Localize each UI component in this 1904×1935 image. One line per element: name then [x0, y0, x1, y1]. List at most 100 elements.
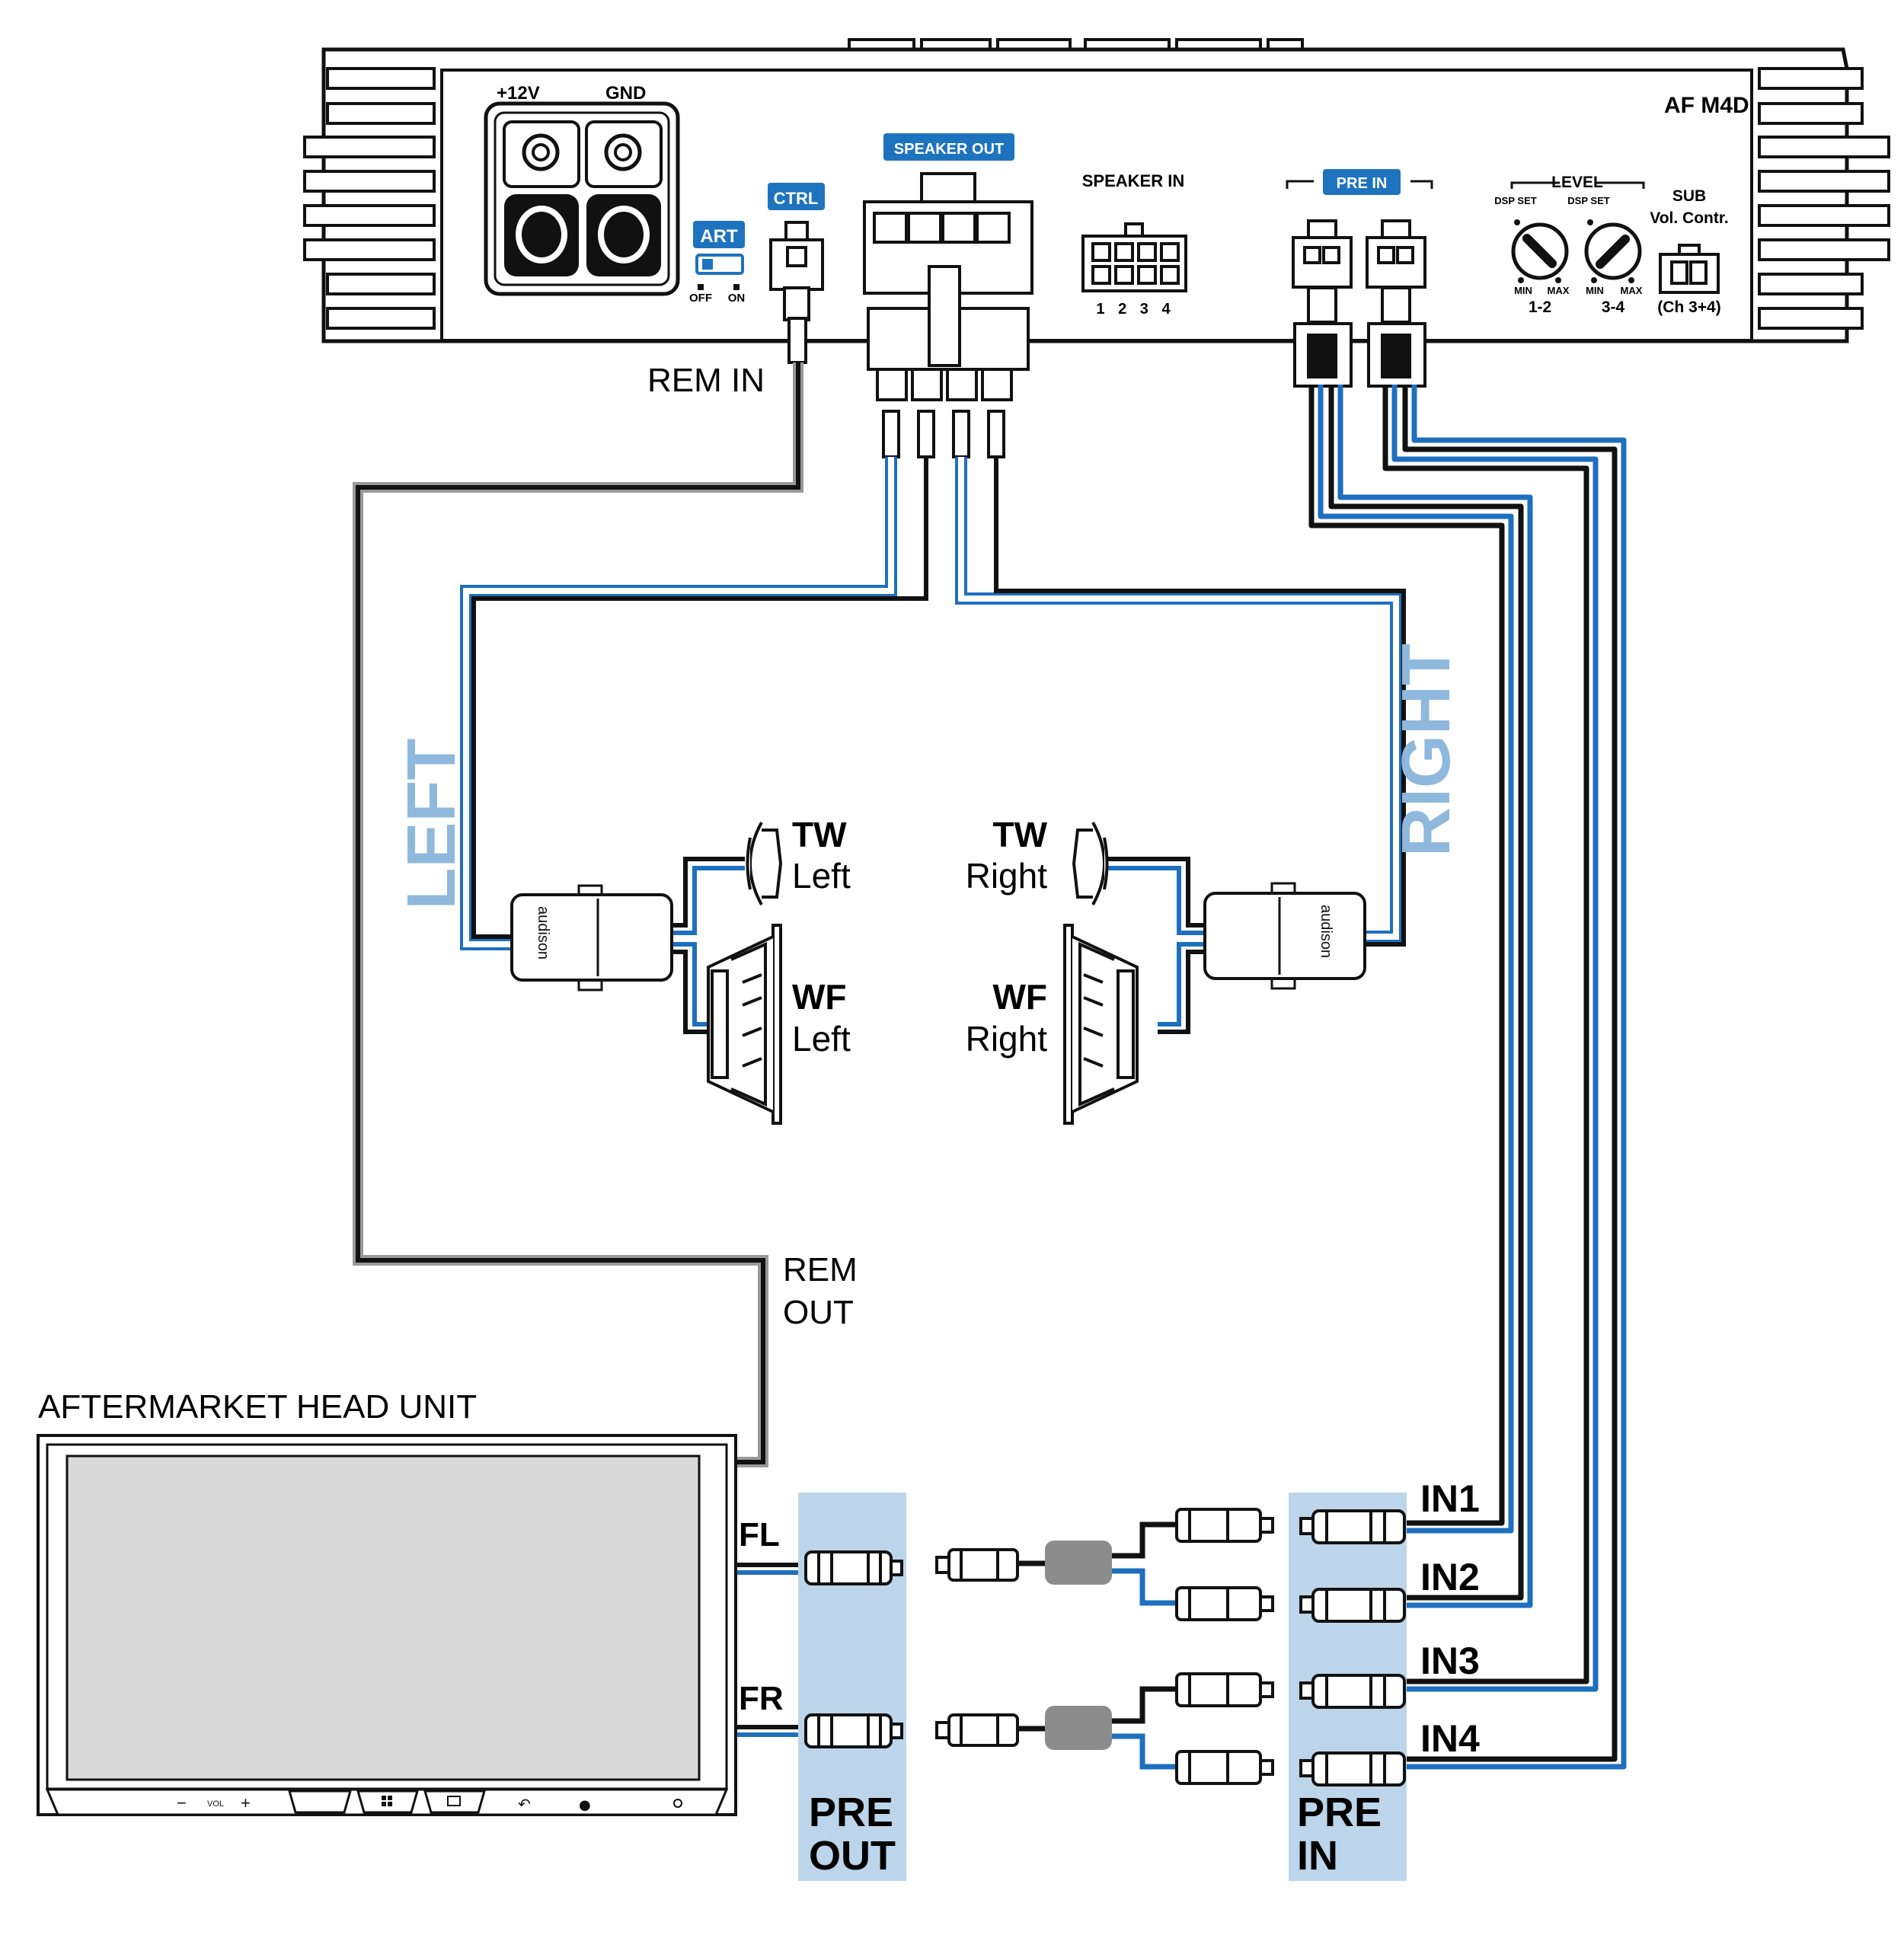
- gnd-label: GND: [605, 83, 646, 104]
- level1-min-dot: [1518, 277, 1524, 283]
- vol-minus-icon[interactable]: −: [177, 1793, 187, 1812]
- pre-in-connector-b: [1366, 219, 1426, 388]
- level1-max-label: MAX: [1548, 285, 1570, 296]
- y-splitter-fr: [1045, 1706, 1112, 1750]
- rca-fl-plug: [935, 1548, 1019, 1582]
- screen-button[interactable]: [423, 1790, 486, 1814]
- pre-out-label-1: PRE: [809, 1790, 893, 1835]
- head-unit: − VOL + ↶ ●: [37, 1434, 737, 1816]
- head-unit-screen[interactable]: [65, 1454, 701, 1781]
- plus12v-terminal: [503, 120, 580, 276]
- art-switch-knob: [702, 259, 713, 270]
- home-button[interactable]: [288, 1790, 352, 1814]
- left-crossover-to-drivers: [670, 857, 745, 1034]
- heatsink-left: [303, 67, 436, 330]
- speaker-out-label: SPEAKER OUT: [894, 141, 1004, 158]
- level2-dsp-set-label: DSP SET: [1567, 195, 1609, 206]
- wf-right-label-2: Right: [966, 1019, 1048, 1059]
- pre-out-label-2: OUT: [809, 1833, 896, 1879]
- sub-vol-connector: [1659, 244, 1720, 294]
- tw-left-label-1: TW: [792, 815, 847, 854]
- right-crossover-to-drivers: [1097, 857, 1203, 1034]
- tweeter-left: [746, 822, 783, 905]
- tw-left-label-2: Left: [792, 856, 851, 896]
- art-on-label: ON: [728, 292, 746, 305]
- y-splitter-wires: [1017, 1521, 1177, 1770]
- power-icon[interactable]: [673, 1799, 682, 1808]
- heatsink-right: [1758, 67, 1890, 330]
- art-on-dot: [733, 284, 740, 290]
- y-splitter-fl: [1045, 1541, 1112, 1585]
- wf-right-label-1: WF: [992, 977, 1047, 1017]
- wf-left-label-1: WF: [792, 977, 847, 1017]
- speaker-out-connector: [863, 172, 1033, 458]
- left-channel-label: LEFT: [394, 739, 470, 910]
- level2-dsp-dot: [1587, 219, 1593, 225]
- fl-label: FL: [739, 1516, 780, 1553]
- art-label: ART: [700, 226, 738, 247]
- amplifier-model: AF M4D: [1664, 93, 1749, 118]
- speaker-in-label: SPEAKER IN: [1082, 171, 1184, 190]
- speaker-in-pins: 1 2 3 4: [1096, 301, 1174, 318]
- art-off-label: OFF: [689, 292, 712, 305]
- pre-in-wires: [1308, 385, 1627, 1770]
- left-speaker-wire: [460, 457, 928, 950]
- head-unit-fr-wires: [736, 1725, 803, 1737]
- art-badge: [693, 221, 745, 248]
- pre-in-label: PRE IN: [1337, 175, 1388, 192]
- left-crossover-brand: audison: [535, 906, 551, 960]
- head-unit-fl-wires: [736, 1563, 803, 1575]
- left-crossover: audison: [510, 884, 673, 991]
- tweeter-right: [1072, 822, 1109, 905]
- rem-wire: [353, 362, 803, 1467]
- level2-max-dot: [1628, 277, 1634, 283]
- tw-right-label-2: Right: [966, 856, 1048, 896]
- level1-dsp-set-label: DSP SET: [1494, 195, 1536, 206]
- sub-vol-contr-label: Vol. Contr.: [1650, 209, 1728, 227]
- pre-in-block-label-2: IN: [1297, 1833, 1338, 1879]
- vol-label: VOL: [207, 1799, 224, 1809]
- level-ch12-label: 1-2: [1529, 299, 1551, 316]
- in4-label: IN4: [1420, 1717, 1480, 1760]
- level-knob-3-4[interactable]: [1584, 222, 1642, 280]
- level2-min-label: MIN: [1586, 285, 1604, 296]
- level-knob-1-2[interactable]: [1511, 222, 1569, 280]
- sub-label: SUB: [1672, 187, 1706, 205]
- vol-plus-icon[interactable]: +: [241, 1793, 251, 1812]
- wf-left-label-2: Left: [792, 1019, 851, 1059]
- woofer-right: [1063, 924, 1139, 1125]
- mic-icon[interactable]: ●: [579, 1797, 591, 1813]
- tw-right-label-1: TW: [992, 815, 1047, 854]
- splitter-plugs: [1175, 1508, 1274, 1785]
- plus12v-label: +12V: [497, 83, 540, 104]
- level-ch34-label: 3-4: [1602, 299, 1625, 316]
- in2-label: IN2: [1420, 1556, 1480, 1598]
- sub-ch34-label: (Ch 3+4): [1657, 299, 1720, 316]
- rca-fr-jack: [804, 1713, 903, 1748]
- level2-max-label: MAX: [1621, 285, 1643, 296]
- art-off-dot: [698, 284, 704, 290]
- right-channel-label: RIGHT: [1388, 643, 1465, 857]
- rem-out-label-line2: OUT: [783, 1294, 854, 1331]
- pre-in-block-label-1: PRE: [1297, 1790, 1382, 1835]
- gnd-terminal: [585, 120, 663, 276]
- level-bracket: [1510, 181, 1645, 189]
- woofer-left: [707, 924, 782, 1125]
- pre-in-bracket: [1286, 180, 1433, 189]
- in3-label: IN3: [1420, 1640, 1480, 1682]
- speaker-in-connector: [1081, 222, 1187, 292]
- right-crossover-brand: audison: [1318, 905, 1334, 958]
- fr-label: FR: [739, 1680, 784, 1717]
- level2-min-dot: [1591, 277, 1597, 283]
- level1-min-label: MIN: [1514, 285, 1532, 296]
- back-icon[interactable]: ↶: [518, 1795, 531, 1813]
- rca-fr-plug: [935, 1713, 1019, 1747]
- pre-in-badge: [1323, 169, 1401, 195]
- pre-in-jacks: [1299, 1509, 1406, 1787]
- level1-max-dot: [1555, 277, 1561, 283]
- ctrl-label: CTRL: [774, 189, 819, 208]
- rem-in-label: REM IN: [647, 362, 765, 399]
- rca-fl-jack: [804, 1550, 903, 1585]
- power-terminal-block: [484, 101, 680, 296]
